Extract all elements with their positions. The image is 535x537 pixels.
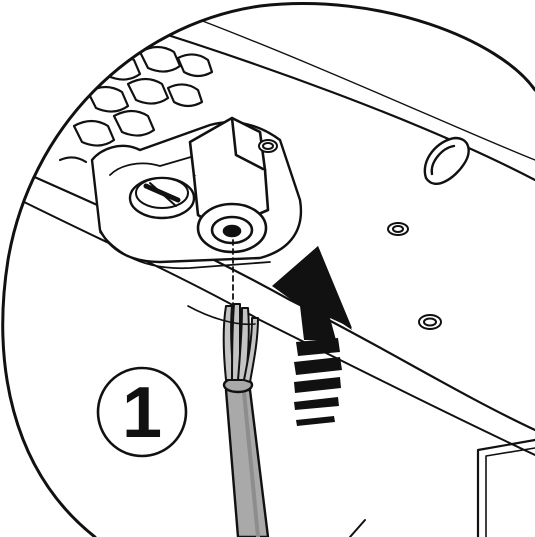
recess-inner-edge <box>109 149 216 176</box>
mounting-slot <box>423 136 470 185</box>
arrow-up-icon <box>272 246 352 426</box>
cable <box>222 376 270 537</box>
recess-lower-lip <box>99 231 271 270</box>
housing-bottom-edge <box>9 194 535 456</box>
terminal-nut <box>188 116 270 254</box>
step-number-badge: 1 <box>96 366 188 458</box>
housing-bevel-line <box>199 19 535 161</box>
housing-holes <box>258 139 442 330</box>
panel-corner <box>349 519 366 537</box>
housing-top-edge <box>118 18 535 182</box>
surface-shadow-line <box>187 305 256 326</box>
magnified-view <box>9 18 535 537</box>
step-number-label: 1 <box>122 373 162 453</box>
panel-frame-outer <box>476 438 535 537</box>
screw-head <box>128 176 196 220</box>
panel-frame-inner <box>485 447 535 537</box>
